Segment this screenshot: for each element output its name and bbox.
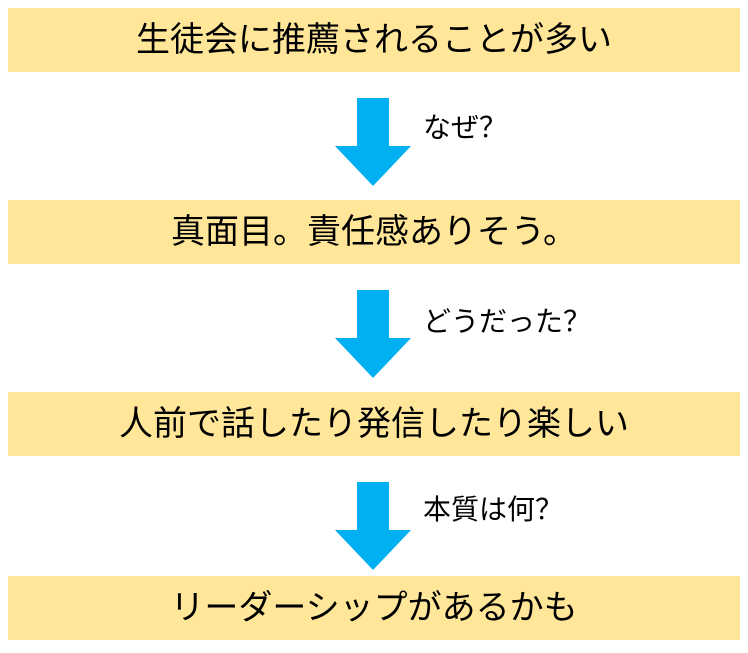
question-label-3: 本質は何？: [423, 493, 564, 526]
step-box-4: リーダーシップがあるかも: [8, 576, 740, 640]
step-text-2: 真面目。責任感ありそう。: [171, 212, 577, 252]
step-text-4: リーダーシップがあるかも: [170, 588, 578, 628]
question-label-1: なぜ？: [423, 111, 508, 144]
step-box-2: 真面目。責任感ありそう。: [8, 200, 740, 264]
down-arrow-icon-3: [335, 482, 411, 570]
down-arrow-icon-1: [335, 98, 411, 186]
step-text-1: 生徒会に推薦されることが多い: [136, 20, 612, 60]
down-arrow-icon-2: [335, 290, 411, 378]
step-box-3: 人前で話したり発信したり楽しい: [8, 392, 740, 456]
question-label-2: どうだった？: [423, 305, 592, 338]
step-text-3: 人前で話したり発信したり楽しい: [119, 404, 629, 444]
step-box-1: 生徒会に推薦されることが多い: [8, 8, 740, 72]
